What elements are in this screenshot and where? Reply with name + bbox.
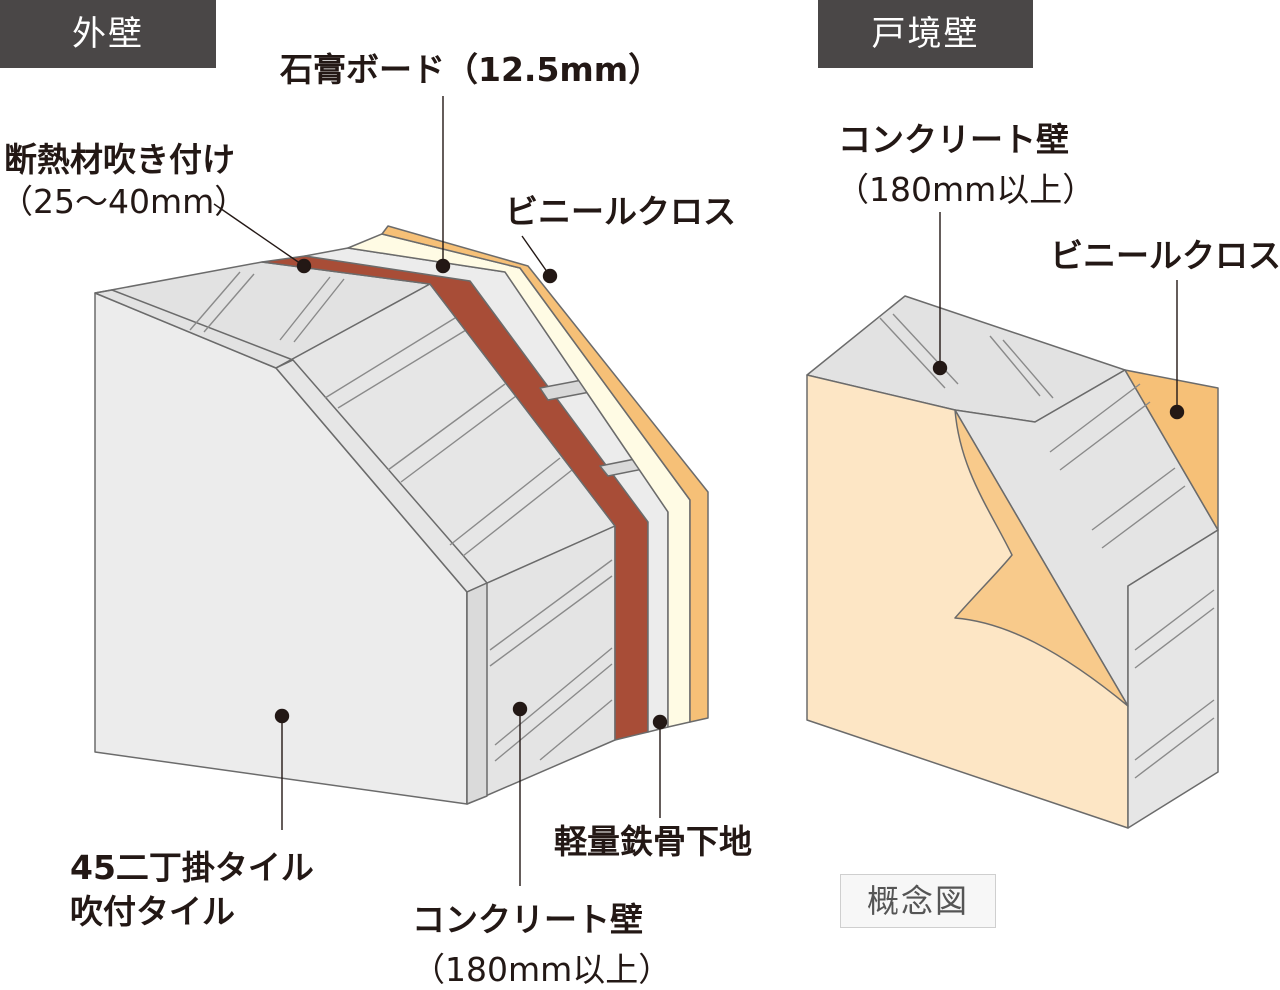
- insulation-label-line2: （25〜40mm）: [0, 182, 248, 221]
- party-wall-block: [806, 295, 1219, 829]
- concrete-marker-left: [512, 701, 528, 717]
- gypsum-label: 石膏ボード（12.5mm）: [280, 50, 662, 89]
- party-wall-tab: 戸境壁: [818, 0, 1033, 68]
- peeled-cloth-flap: [954, 409, 1129, 707]
- concrete-label-left-line2: （180mm以上）: [412, 950, 672, 989]
- concrete-label-right-line1: コンクリート壁: [838, 120, 1069, 159]
- vinyl-cloth-layer: [381, 225, 709, 723]
- concrete-marker-right: [932, 360, 948, 376]
- leader-lines: [213, 96, 1185, 886]
- vinyl-label-right: ビニールクロス: [1050, 236, 1280, 275]
- tile-label-line1: 45二丁掛タイル: [70, 848, 314, 887]
- tile-label-line2: 吹付タイル: [70, 892, 235, 931]
- vinyl-label-left: ビニールクロス: [505, 192, 736, 231]
- concrete-label-right-line2: （180mm以上）: [836, 170, 1096, 209]
- vinyl-marker-right: [1169, 404, 1185, 420]
- exterior-wall-block: [94, 225, 709, 805]
- gypsum-marker: [435, 258, 451, 274]
- steel-marker: [652, 714, 668, 730]
- concept-diagram-badge: 概念図: [840, 874, 996, 928]
- insulation-label-line1: 断熱材吹き付け: [4, 140, 235, 179]
- party-vinyl-patch: [1124, 369, 1219, 531]
- vinyl-marker-left: [542, 268, 558, 284]
- insulation-marker: [296, 258, 312, 274]
- tile-edge-strip: [466, 582, 488, 805]
- concrete-label-left-line1: コンクリート壁: [412, 900, 643, 939]
- tile-marker: [274, 708, 290, 724]
- exterior-wall-tab: 外壁: [0, 0, 216, 68]
- steel-label: 軽量鉄骨下地: [554, 822, 752, 861]
